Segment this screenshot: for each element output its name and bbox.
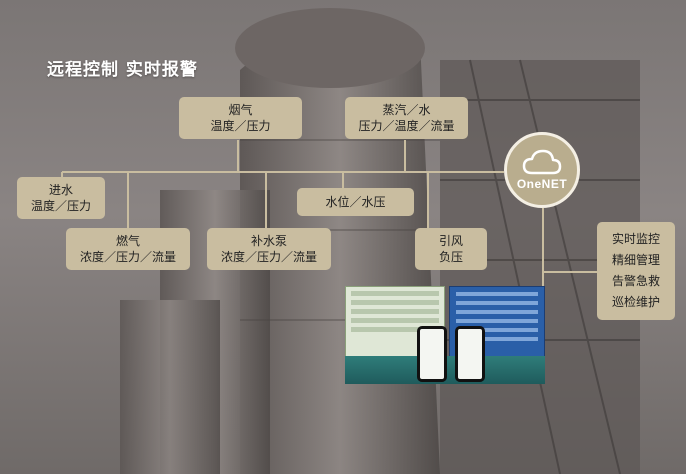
mobile-app-screenshot <box>455 326 485 382</box>
node-induced-draft-name: 引风 <box>438 234 463 248</box>
node-flue-gas-params: 温度／压力 <box>210 119 271 133</box>
monitoring-screens-image <box>345 286 545 384</box>
node-makeup-pump-params: 浓度／压力／流量 <box>220 250 317 264</box>
onenet-label: OneNET <box>516 177 568 191</box>
node-inlet-water-name: 进水 <box>48 183 73 197</box>
node-water-level-name: 水位／水压 <box>325 195 386 209</box>
node-inlet-water: 进水 温度／压力 <box>17 177 105 219</box>
node-inlet-water-params: 温度／压力 <box>30 199 91 213</box>
node-makeup-pump-name: 补水泵 <box>250 234 287 248</box>
mobile-app-screenshot <box>417 326 447 382</box>
node-gas-name: 燃气 <box>115 234 140 248</box>
node-flue-gas: 烟气 温度／压力 <box>179 97 302 139</box>
onenet-platform: OneNET <box>504 132 580 208</box>
node-induced-draft-params: 负压 <box>438 250 463 264</box>
function-item: 巡检维护 <box>611 295 660 309</box>
node-steam-water: 蒸汽／水 压力／温度／流量 <box>345 97 468 139</box>
node-flue-gas-name: 烟气 <box>228 103 253 117</box>
function-item: 精细管理 <box>611 253 660 267</box>
page-title: 远程控制 实时报警 <box>47 60 198 80</box>
node-steam-water-params: 压力／温度／流量 <box>358 119 455 133</box>
node-water-level: 水位／水压 <box>297 188 414 216</box>
function-list: 实时监控 精细管理 告警急救 巡检维护 <box>597 222 675 320</box>
node-steam-water-name: 蒸汽／水 <box>382 103 431 117</box>
cloud-icon <box>522 149 562 175</box>
node-makeup-pump: 补水泵 浓度／压力／流量 <box>207 228 331 270</box>
function-item: 实时监控 <box>611 232 660 246</box>
function-item: 告警急救 <box>611 274 660 288</box>
node-gas: 燃气 浓度／压力／流量 <box>66 228 190 270</box>
node-gas-params: 浓度／压力／流量 <box>79 250 176 264</box>
node-induced-draft: 引风 负压 <box>415 228 487 270</box>
